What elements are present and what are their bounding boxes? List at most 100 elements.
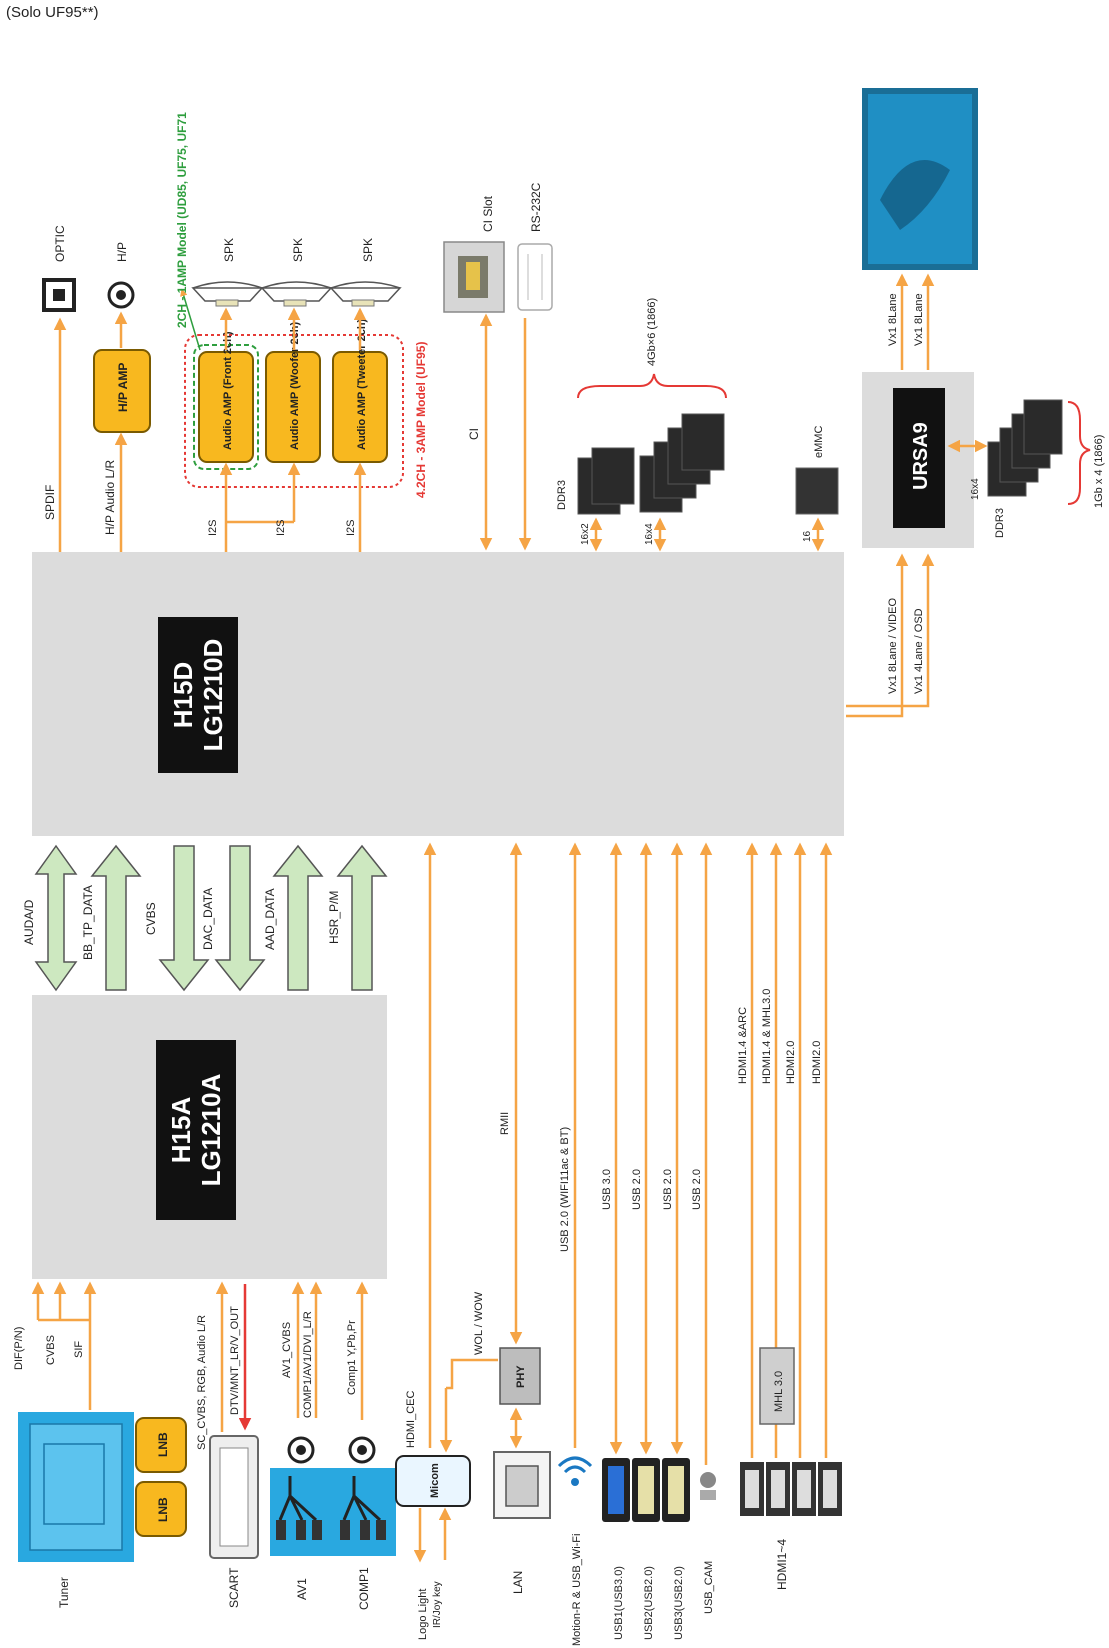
- usb-cam-icon: [700, 1472, 716, 1500]
- av-signal-2: COMP1/AV1/DVI_L/R: [302, 1311, 314, 1418]
- bus-label-aad: AAD_DATA: [263, 888, 277, 950]
- model-2ch-note: 2CH - 1AMP Model (UD85, UF75, UF71: [175, 112, 189, 328]
- spk-label-3: SPK: [361, 238, 375, 262]
- comp1-cable-icon: [334, 1468, 396, 1556]
- h15d-block: [32, 552, 844, 836]
- vx-out-label-2: Vx1 8Lane: [913, 293, 925, 346]
- usb-wifi-label: USB 2.0 (WIFI11ac & BT): [559, 1127, 571, 1252]
- ursa-bus-label: 16x4: [970, 478, 981, 500]
- mhl-chip: MHL 3.0: [760, 1348, 794, 1424]
- lan-label: LAN: [511, 1571, 525, 1594]
- ci-slot-icon: [444, 242, 504, 312]
- svg-text:Micom: Micom: [429, 1463, 441, 1498]
- lnb-chip-2: LNB: [136, 1482, 186, 1536]
- model-42ch-note: 4.2CH - 3AMP Model (UF95): [414, 342, 428, 498]
- tuner-signal-dif: DIF(P/N): [13, 1327, 25, 1370]
- bus-arrow-bb-tp: [92, 846, 140, 990]
- tuner-signal-sif: SIF: [73, 1341, 85, 1358]
- usb3-label: USB3(USB2.0): [673, 1566, 685, 1640]
- ddr3-ursa-brace: [1068, 402, 1090, 504]
- h15a-chip: H15A LG1210A: [156, 1040, 236, 1220]
- svg-text:Audio AMP (Tweeter 2ch): Audio AMP (Tweeter 2ch): [356, 318, 368, 450]
- i2s-label-2: I2S: [275, 519, 287, 536]
- rmii-label: RMII: [499, 1112, 511, 1135]
- ddr3-main-memory: [578, 414, 724, 514]
- h15d-name: H15D: [168, 662, 198, 728]
- bus-16-label: 16: [802, 530, 813, 542]
- optic-label: OPTIC: [53, 225, 67, 262]
- ddr3-main-brace: [578, 374, 726, 398]
- usb-cam-label: USB_CAM: [703, 1561, 715, 1614]
- scart-label: SCART: [227, 1567, 241, 1608]
- speaker-icon-3: [331, 282, 400, 306]
- speaker-icon-2: [262, 282, 331, 306]
- svg-text:PHY: PHY: [515, 1365, 527, 1388]
- motion-wifi-label: Motion-R & USB_Wi-Fi: [571, 1534, 583, 1646]
- emmc-chip: [796, 468, 838, 514]
- bus-16x4-label: 16x4: [644, 523, 655, 545]
- audio-amp-front: Audio AMP (Front 2ch): [199, 331, 253, 462]
- spdif-label: SPDIF: [43, 485, 57, 520]
- scart-signal-2: DTV/MNT_LR/V_OUT: [229, 1306, 241, 1415]
- usb1-label: USB1(USB3.0): [613, 1566, 625, 1640]
- display-panel: [862, 88, 978, 270]
- rs232c-connector-icon: [518, 244, 552, 310]
- tuner-signal-cvbs: CVBS: [45, 1335, 57, 1365]
- svg-text:LNB: LNB: [156, 1497, 170, 1522]
- h15d-part: LG1210D: [198, 639, 228, 752]
- micom-chip: Micom: [396, 1456, 470, 1506]
- bus-arrow-hsr: [338, 846, 386, 990]
- vx-out-label-1: Vx1 8Lane: [887, 293, 899, 346]
- usb-bus-label-1: USB 3.0: [601, 1169, 613, 1210]
- hdmi-cec-label: HDMI_CEC: [405, 1390, 417, 1448]
- i2s-label-3: I2S: [345, 519, 357, 536]
- ddr3-ursa-spec: 1Gb x 4 (1866): [1093, 435, 1105, 508]
- lan-port-icon: [494, 1452, 550, 1518]
- scart-signal-1: SC_CVBS, RGB, Audio L/R: [196, 1315, 208, 1450]
- bus-label-hsr: HSR_P/M: [327, 891, 341, 944]
- hp-audio-label: H/P Audio L/R: [103, 460, 117, 535]
- hdmi-bus-label-3: HDMI2.0: [785, 1041, 797, 1084]
- svg-text:MHL 3.0: MHL 3.0: [773, 1371, 785, 1412]
- ddr3-main-spec: 4Gb×6 (1866): [646, 298, 658, 366]
- speaker-icon-1: [193, 282, 262, 306]
- bus-arrow-auda: [36, 846, 76, 990]
- bus-label-bb-tp: BB_TP_DATA: [81, 885, 95, 960]
- ci-bus-label: CI: [467, 428, 481, 440]
- usb-bus-label-3: USB 2.0: [662, 1169, 674, 1210]
- ir-joykey-label: IR/Joy key: [432, 1581, 443, 1628]
- phy-chip: PHY: [500, 1348, 540, 1404]
- logo-light-label: Logo Light: [417, 1589, 429, 1640]
- wifi-icon: [559, 1458, 591, 1486]
- lnb-chip-1: LNB: [136, 1418, 186, 1472]
- h15d-chip: H15D LG1210D: [158, 617, 238, 773]
- bus-16x2-label: 16x2: [580, 523, 591, 545]
- comp1-label: COMP1: [357, 1567, 371, 1610]
- usb2-label: USB2(USB2.0): [643, 1566, 655, 1640]
- tuner-module: [18, 1412, 134, 1562]
- hdmi-ports-icon: [740, 1462, 842, 1516]
- svg-text:Audio AMP (Front 2ch): Audio AMP (Front 2ch): [222, 331, 234, 450]
- emmc-label: eMMC: [813, 426, 825, 458]
- av1-label: AV1: [295, 1578, 309, 1600]
- usb-ports-icon: [602, 1458, 690, 1522]
- bus-label-auda: AUDA/D: [22, 899, 36, 945]
- bus-label-cvbs: CVBS: [144, 902, 158, 935]
- ci-slot-label: CI Slot: [481, 195, 495, 232]
- bus-arrow-dac: [216, 846, 264, 990]
- av-signal-1: AV1_CVBS: [281, 1322, 293, 1378]
- wol-label: WOL / WOW: [473, 1291, 485, 1355]
- bus-arrow-aad: [274, 846, 322, 990]
- hp-label: H/P: [115, 242, 129, 262]
- rs232c-label: RS-232C: [529, 182, 543, 232]
- comp-signal: Comp1 Y,Pb,Pr: [346, 1320, 358, 1395]
- h15a-name: H15A: [166, 1097, 196, 1164]
- tuner-label: Tuner: [57, 1577, 71, 1608]
- ddr3-ursa-label: DDR3: [994, 508, 1006, 538]
- hdmi-bus-label-1: HDMI1.4 &ARC: [737, 1007, 749, 1084]
- hdmi-bus-label-2: HDMI1.4 & MHL3.0: [761, 989, 773, 1084]
- ddr3-ursa-memory: [988, 400, 1062, 496]
- scart-connector: [210, 1436, 258, 1558]
- hp-amp-label: H/P AMP: [116, 363, 130, 412]
